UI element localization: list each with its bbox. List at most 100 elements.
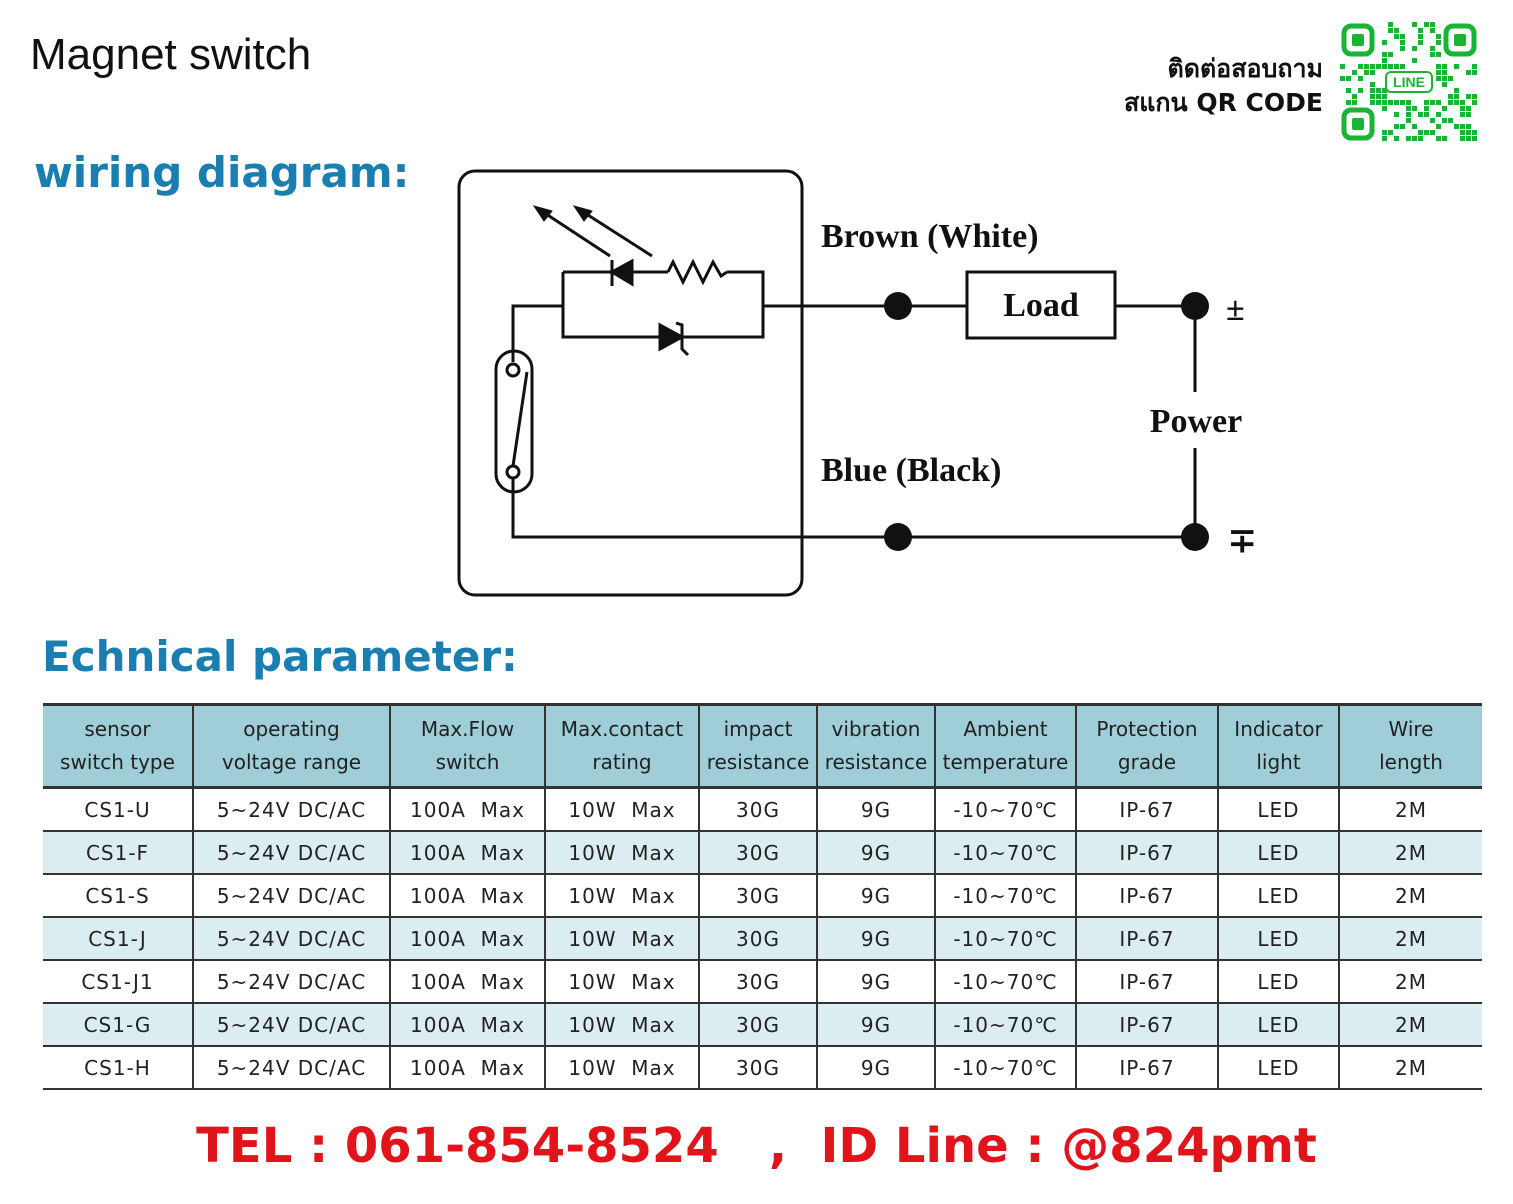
- table-cell: 9G: [816, 831, 935, 875]
- table-cell: CS1-F: [43, 831, 193, 875]
- column-header-line: Indicator: [1234, 717, 1323, 741]
- table-cell: -10~70℃: [934, 1046, 1076, 1090]
- column-header-line: operating: [243, 717, 340, 741]
- table-cell: 9G: [816, 874, 935, 918]
- table-cell: 5~24V DC/AC: [192, 1003, 390, 1047]
- table-cell: -10~70℃: [934, 917, 1076, 961]
- table-cell: -10~70℃: [934, 831, 1076, 875]
- table-cell: 5~24V DC/AC: [192, 787, 390, 832]
- column-header: impact resistance: [698, 703, 817, 789]
- table-cell: 30G: [698, 960, 817, 1004]
- table-cell: 30G: [698, 1046, 817, 1090]
- blue-wire-label: Blue (Black): [821, 452, 1001, 489]
- negative-terminal-symbol: ∓: [1228, 523, 1257, 560]
- column-header-line: vibration: [831, 717, 921, 741]
- footer-contact-line: TEL : 061-854-8524 , ID Line : @824pmt: [196, 1118, 1317, 1174]
- table-cell: 30G: [698, 1003, 817, 1047]
- table-cell: 9G: [816, 960, 935, 1004]
- load-label: Load: [1003, 287, 1079, 324]
- table-cell: 9G: [816, 787, 935, 832]
- column-header-line: sensor: [84, 717, 151, 741]
- table-cell: 5~24V DC/AC: [192, 960, 390, 1004]
- table-cell: 100A Max: [389, 917, 545, 961]
- column-header-line: length: [1379, 750, 1443, 774]
- table-cell: CS1-H: [43, 1046, 193, 1090]
- table-cell: 5~24V DC/AC: [192, 874, 390, 918]
- table-cell: LED: [1217, 917, 1339, 961]
- table-cell: IP-67: [1075, 1046, 1218, 1090]
- table-cell: CS1-G: [43, 1003, 193, 1047]
- column-header-line: voltage range: [221, 750, 362, 774]
- table-cell: 2M: [1338, 917, 1482, 961]
- table-cell: 5~24V DC/AC: [192, 917, 390, 961]
- table-cell: 100A Max: [389, 831, 545, 875]
- table-cell: 30G: [698, 874, 817, 918]
- qr-line-badge: LINE: [1393, 74, 1425, 90]
- table-cell: 30G: [698, 831, 817, 875]
- column-header-line: grade: [1117, 750, 1177, 774]
- table-cell: 2M: [1338, 1003, 1482, 1047]
- brown-wire-label: Brown (White): [821, 218, 1039, 255]
- table-cell: 2M: [1338, 960, 1482, 1004]
- load-box: [965, 270, 1117, 340]
- column-header: operating voltage range: [192, 703, 390, 789]
- table-cell: CS1-U: [43, 787, 193, 832]
- table-cell: 30G: [698, 917, 817, 961]
- table-cell: IP-67: [1075, 1003, 1218, 1047]
- table-cell: IP-67: [1075, 874, 1218, 918]
- power-label: Power: [1150, 403, 1243, 440]
- column-header: sensor switch type: [43, 703, 193, 789]
- column-header-line: temperature: [942, 750, 1069, 774]
- table-cell: 5~24V DC/AC: [192, 831, 390, 875]
- column-header-line: impact: [723, 717, 793, 741]
- table-cell: 2M: [1338, 1046, 1482, 1090]
- table-cell: 100A Max: [389, 1046, 545, 1090]
- column-header-line: Ambient: [963, 717, 1048, 741]
- table-cell: 30G: [698, 787, 817, 832]
- table-cell: 2M: [1338, 874, 1482, 918]
- positive-terminal-symbol: ±: [1226, 291, 1245, 328]
- reed-switch: [494, 349, 534, 494]
- column-header-line: Max.Flow: [420, 717, 515, 741]
- table-cell: LED: [1217, 1046, 1339, 1090]
- table-cell: 100A Max: [389, 960, 545, 1004]
- column-header-line: rating: [592, 750, 652, 774]
- line-qr-code-icon[interactable]: LINE: [1340, 22, 1478, 142]
- table-cell: 10W Max: [544, 787, 699, 832]
- table-cell: 5~24V DC/AC: [192, 1046, 390, 1090]
- table-header-row: sensor switch type operating voltage range M…: [43, 703, 1482, 789]
- column-header-line: switch: [435, 750, 500, 774]
- column-header-line: Protection: [1096, 717, 1198, 741]
- table-cell: 100A Max: [389, 874, 545, 918]
- wiring-diagram-heading: wiring diagram:: [34, 148, 410, 197]
- table-cell: CS1-J1: [43, 960, 193, 1004]
- column-header-line: switch type: [60, 750, 175, 774]
- table-cell: -10~70℃: [934, 960, 1076, 1004]
- column-header-line: Wire: [1388, 717, 1434, 741]
- table-cell: LED: [1217, 831, 1339, 875]
- table-cell: -10~70℃: [934, 787, 1076, 832]
- table-cell: 9G: [816, 1003, 935, 1047]
- table-cell: -10~70℃: [934, 874, 1076, 918]
- table-cell: 10W Max: [544, 831, 699, 875]
- table-cell: IP-67: [1075, 917, 1218, 961]
- table-cell: 2M: [1338, 831, 1482, 875]
- column-header-line: light: [1256, 750, 1301, 774]
- column-header: Wire length: [1338, 703, 1482, 789]
- table-cell: 10W Max: [544, 960, 699, 1004]
- column-header-line: resistance: [706, 750, 810, 774]
- table-cell: LED: [1217, 787, 1339, 832]
- table-cell: LED: [1217, 1003, 1339, 1047]
- contact-prompt-line2: สแกน QR CODE: [1124, 88, 1323, 117]
- column-header: Max.Flow switch: [389, 703, 545, 789]
- table-cell: 10W Max: [544, 1003, 699, 1047]
